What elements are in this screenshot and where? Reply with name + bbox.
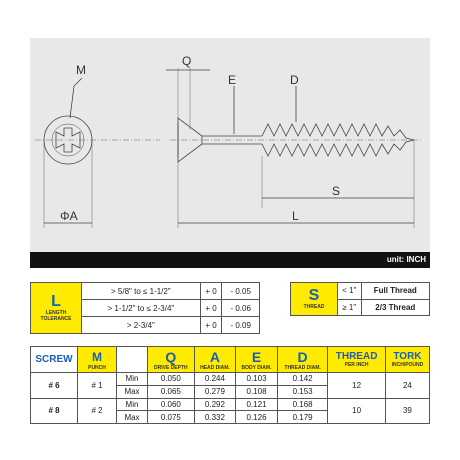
header-d: D THREAD DIAM. (276, 346, 329, 373)
thread-symbol-cell: S THREAD (290, 282, 338, 316)
tolerance-plus: + 0 (199, 316, 223, 334)
tolerance-minus: - 0.05 (221, 282, 260, 300)
header-a: A HEAD DIAM. (193, 346, 237, 373)
label-m: M (76, 63, 86, 77)
screw-drawing-svg: M Q E D S L ΦA (35, 54, 422, 228)
header-e: E BODY DIAM. (235, 346, 278, 373)
length-tolerance-table: L LENGTH TOLERANCE > 5/8" to ≤ 1-1/2" + … (30, 282, 260, 334)
tolerance-symbol: L (51, 293, 61, 310)
header-tork: TORK INCH/POUND (384, 346, 431, 373)
tolerance-minus: - 0.06 (221, 299, 260, 317)
tolerance-range: > 5/8" to ≤ 1-1/2" (81, 282, 201, 300)
screw-spec-table: SCREW M PUNCH Q DRIVE DEPTH A HEAD DIAM.… (30, 346, 431, 424)
thread-value: Full Thread (360, 282, 431, 300)
label-q: Q (182, 54, 191, 68)
drawing-footer-bar (30, 252, 430, 268)
unit-note: unit: INCH (386, 255, 426, 264)
label-e: E (228, 73, 236, 87)
header-screw: SCREW (30, 346, 78, 373)
thread-length-table: S THREAD < 1" Full Thread ≥ 1" 2/3 Threa… (290, 282, 431, 316)
tolerance-symbol-cell: L LENGTH TOLERANCE (30, 282, 82, 334)
thread-top (261, 123, 415, 141)
label-phi-a: ΦA (60, 209, 78, 223)
technical-drawing: M Q E D S L ΦA (30, 38, 430, 268)
leader-m (69, 77, 83, 119)
tolerance-minus: - 0.09 (221, 316, 260, 334)
tolerance-range: > 1-1/2" to ≤ 2-3/4" (81, 299, 201, 317)
tolerance-plus: + 0 (199, 299, 223, 317)
label-s: S (332, 184, 340, 198)
label-l: L (292, 209, 299, 223)
thread-value: 2/3 Thread (360, 298, 431, 316)
table-row: Max 0.075 0.332 0.126 0.179 (31, 410, 430, 424)
header-m: M PUNCH (77, 346, 117, 373)
thread-bottom (261, 139, 415, 157)
thread-cond: < 1" (337, 282, 362, 300)
thread-cond: ≥ 1" (337, 298, 362, 316)
table-row: # 8 # 2 Min 0.060 0.292 0.121 0.168 10 3… (30, 397, 431, 424)
thread-symbol: S (308, 287, 320, 304)
header-thread: THREAD PER INCH (327, 346, 386, 373)
table-row: # 6 # 1 Min 0.050 0.244 0.103 0.142 12 2… (30, 372, 431, 399)
tolerance-range: > 2-3/4" (81, 316, 201, 334)
header-q: Q DRIVE DEPTH (147, 346, 195, 373)
label-d: D (290, 73, 299, 87)
phillips-recess (55, 127, 81, 153)
tolerance-plus: + 0 (199, 282, 223, 300)
